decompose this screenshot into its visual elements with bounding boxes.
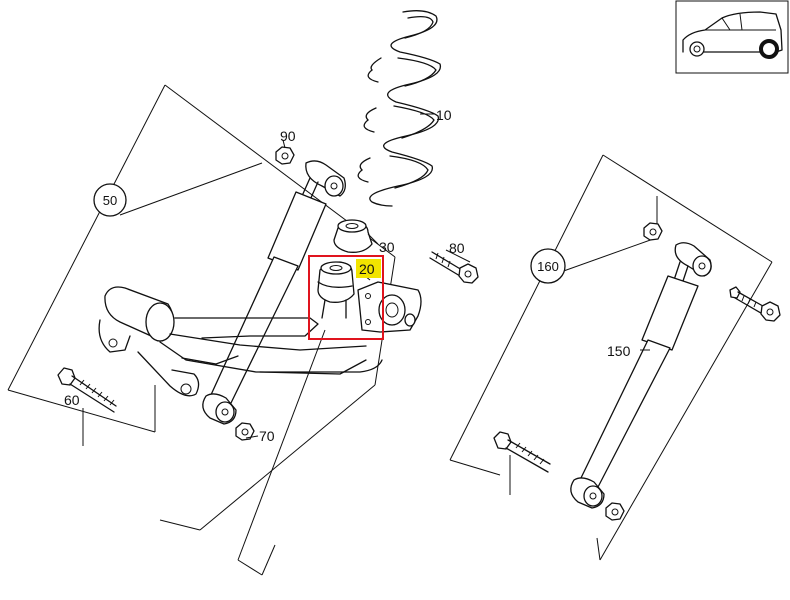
part-label-30[interactable]: 30 (379, 239, 395, 255)
part-label-60[interactable]: 60 (64, 392, 80, 408)
vehicle-locator-icon (675, 0, 789, 74)
part-label-80[interactable]: 80 (449, 240, 465, 256)
callout-160[interactable]: 160 (530, 248, 566, 284)
axle-trailing-arm (98, 286, 383, 397)
nut-70-icon (235, 422, 255, 441)
bolt-80-icon (429, 251, 479, 284)
callout-160-label: 160 (537, 259, 559, 274)
part-label-20[interactable]: 20 (359, 261, 375, 277)
callout-50-label: 50 (103, 193, 117, 208)
bump-stop-20 (317, 261, 355, 319)
callout-50[interactable]: 50 (93, 183, 127, 217)
shock-absorber-right (570, 242, 712, 509)
part-label-70[interactable]: 70 (259, 428, 275, 444)
nut-upper-right-icon (643, 222, 663, 241)
group-frame-50 (7, 84, 396, 576)
bolt-60-icon (57, 367, 117, 413)
spring-seat-30 (333, 219, 373, 253)
part-label-150[interactable]: 150 (607, 343, 631, 359)
highlight-box (308, 255, 384, 340)
label-20-highlight (356, 259, 381, 278)
group-frame-160 (449, 154, 773, 561)
nut-lower-right-icon (605, 502, 625, 521)
part-label-10[interactable]: 10 (436, 107, 452, 123)
nut-90-icon (275, 146, 295, 165)
coil-spring (357, 10, 442, 207)
bolt-upper-right-icon (729, 286, 781, 322)
part-label-90[interactable]: 90 (280, 128, 296, 144)
wheel-carrier (357, 281, 422, 333)
bolt-lower-right-icon (493, 431, 551, 473)
